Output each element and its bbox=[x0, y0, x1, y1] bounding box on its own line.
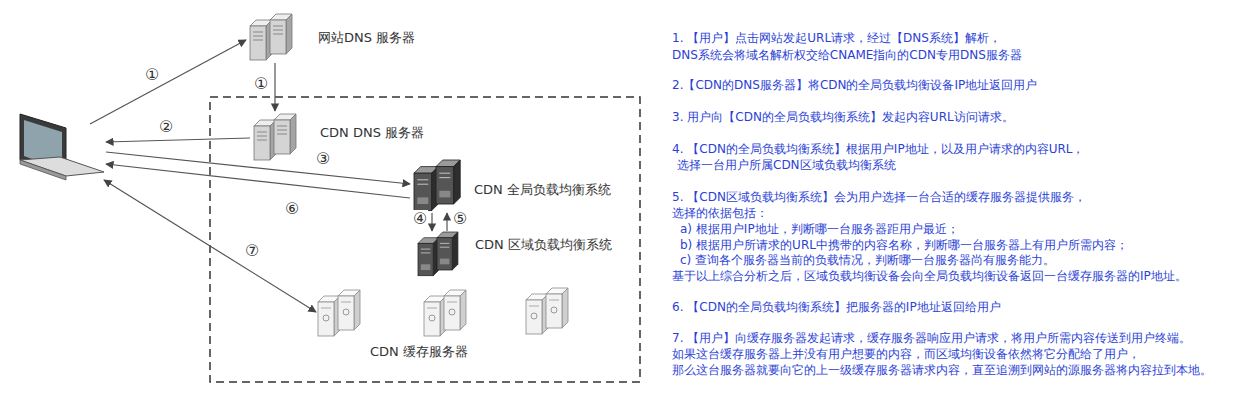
step-text: 基于以上综合分析之后，区域负载均衡设备会向全局负载均衡设备返回一台缓存服务器的I… bbox=[672, 269, 1187, 283]
step-text: a) 根据用户IP地址，判断哪一台服务器距用户最近； bbox=[680, 222, 959, 236]
step-text: 6. 【CDN的全局负载均衡系统】把服务器的IP地址返回给用户 bbox=[672, 300, 1001, 314]
step-text: DNS系统会将域名解析权交给CNAME指向的CDN专用DNS服务器 bbox=[672, 48, 1022, 62]
callout-number: ③ bbox=[315, 150, 331, 168]
step-text: 选择一台用户所属CDN区域负载均衡系统 bbox=[677, 158, 896, 172]
laptop-edge bbox=[20, 160, 66, 180]
node-label: CDN 全局负载均衡系统 bbox=[474, 182, 611, 198]
callout-number: ① bbox=[253, 75, 269, 93]
flow-arrow bbox=[431, 213, 432, 231]
node-label: 网站DNS 服务器 bbox=[318, 30, 415, 46]
response-arrow bbox=[106, 164, 410, 198]
cdn-dns-server-icon bbox=[254, 114, 296, 160]
callout-number: ⑦ bbox=[244, 242, 260, 260]
content-arrow bbox=[104, 180, 316, 312]
region-lb-icon bbox=[418, 232, 458, 276]
server-node: CDN 缓存服务器 bbox=[312, 286, 574, 362]
server-node: CDN 区域负载均衡系统 bbox=[415, 232, 618, 276]
step-text: 5. 【CDN区域负载均衡系统】会为用户选择一台合适的缓存服务器提供服务， bbox=[672, 190, 1086, 204]
step-text: 7. 【用户】向缓存服务器发起请求，缓存服务器响应用户请求，将用户所需内容传送到… bbox=[672, 331, 1191, 345]
step-text: 如果这台缓存服务器上并没有用户想要的内容，而区域均衡设备依然将它分配给了用户， bbox=[672, 347, 1140, 361]
step-text: 4. 【CDN的全局负载均衡系统】根据用户IP地址，以及用户请求的内容URL， bbox=[672, 142, 1084, 156]
flow-arrow bbox=[274, 63, 275, 111]
step-text: 选择的依据包括： bbox=[672, 206, 768, 220]
server-node: 网站DNS 服务器 bbox=[248, 14, 422, 62]
step-text: b) 根据用户所请求的URL中携带的内容名称，判断哪一台服务器上有用户所需内容； bbox=[680, 238, 1128, 252]
node-label: CDN 缓存服务器 bbox=[370, 344, 468, 360]
global-lb-icon bbox=[414, 160, 460, 211]
flow-arrow bbox=[446, 213, 447, 231]
callout-number: ④ bbox=[412, 210, 428, 228]
step-text: c) 查询各个服务器当前的负载情况，判断哪一台服务器尚有服务能力。 bbox=[680, 253, 1055, 267]
request-arrow bbox=[106, 152, 410, 184]
cache-server-icon bbox=[526, 288, 568, 334]
callout-number: ⑥ bbox=[284, 200, 300, 218]
cdn-region-dashed bbox=[210, 97, 640, 382]
callout-number: ⑤ bbox=[452, 210, 468, 228]
step-text: 2.【CDN的DNS服务器】将CDN的全局负载均衡设备IP地址返回用户 bbox=[672, 78, 1037, 92]
node-label: CDN DNS 服务器 bbox=[320, 125, 424, 141]
node-label: CDN 区域负载均衡系统 bbox=[475, 237, 612, 253]
step-text: 3. 用户向【CDN的全局负载均衡系统】发起内容URL访问请求。 bbox=[672, 110, 1014, 124]
step-text: 那么这台服务器就要向它的上一级缓存服务器请求内容，直至追溯到网站的源服务器将内容… bbox=[672, 363, 1212, 377]
cache-server-icon bbox=[318, 290, 360, 336]
callout-number: ② bbox=[158, 118, 174, 136]
server-node: CDN 全局负载均衡系统 bbox=[412, 160, 617, 212]
web-dns-server-icon bbox=[250, 14, 292, 60]
server-node: CDN DNS 服务器 bbox=[252, 112, 431, 160]
callout-number: ① bbox=[144, 66, 160, 84]
response-arrow bbox=[106, 138, 250, 142]
cache-server-icon bbox=[424, 290, 466, 336]
step-text: 1. 【用户】点击网站发起URL请求，经过【DNS系统】解析， bbox=[672, 31, 1001, 45]
request-arrow bbox=[90, 40, 246, 124]
